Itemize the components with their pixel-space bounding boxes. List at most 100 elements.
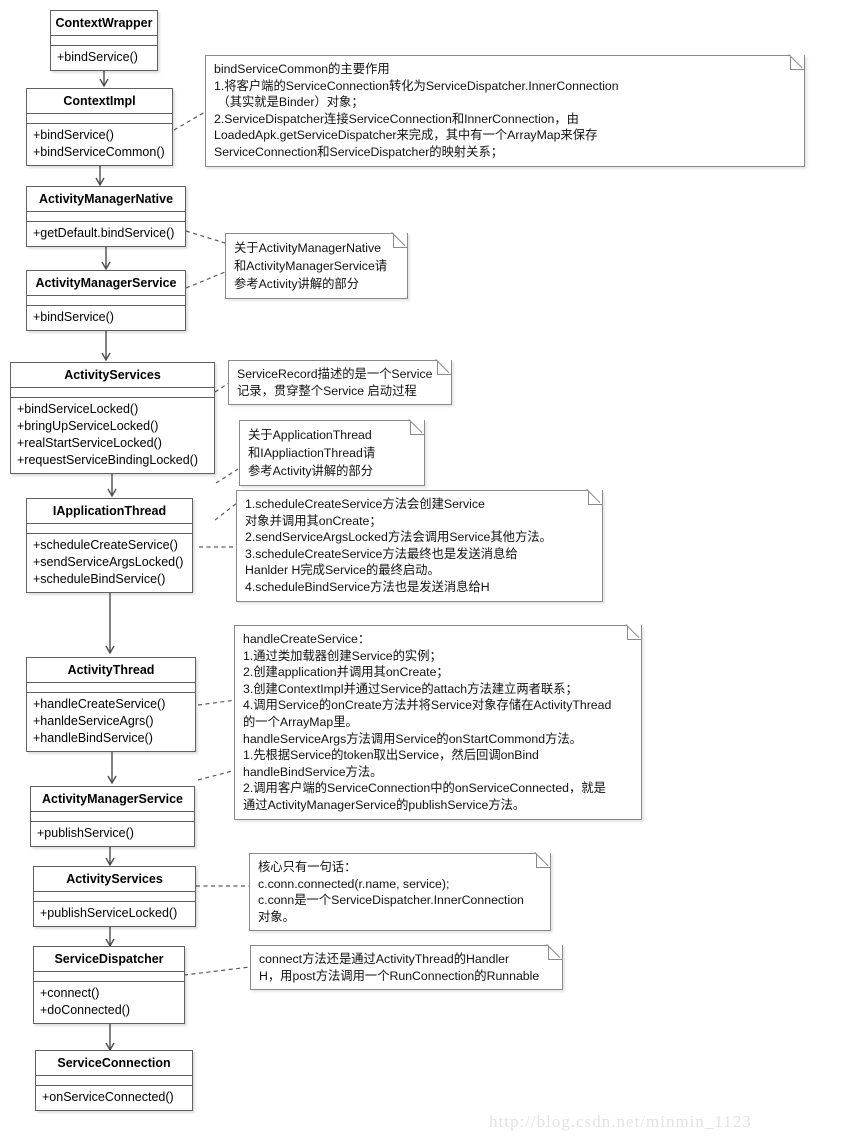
note-core-sentence: 核心只有一句话： c.conn.connected(r.name, servic… [249,853,551,932]
class-operation: +bindServiceLocked() [17,402,139,416]
note-line: c.conn是一个ServiceDispatcher.InnerConnecti… [258,893,524,908]
note-schedule-create-service: 1.scheduleCreateService方法会创建Service 对象并调… [236,490,603,602]
note-line: 3.scheduleCreateService方法最终也是发送消息给 [245,546,518,561]
class-title: ActivityManagerService [27,271,185,296]
note-line: 对象并调用其onCreate； [245,513,382,528]
class-operation: +requestServiceBindingLocked() [17,453,199,467]
class-operation: +publishServiceLocked() [40,906,178,920]
class-box-activity-services-1[interactable]: ActivityServices +bindServiceLocked() +b… [10,362,215,474]
class-operations-compartment: +bindService() [27,306,185,330]
class-operation: +scheduleBindService() [33,572,166,586]
note-line: ServiceRecord描述的是一个Service [237,367,433,381]
note-line: 2.ServiceDispatcher连接ServiceConnection和I… [214,111,579,126]
note-line: 和ActivityManagerService请 [234,259,388,273]
note-line: 2.sendServiceArgsLocked方法会调用Service其他方法。 [245,530,552,545]
class-attributes-compartment [36,1076,192,1086]
class-operations-compartment: +bindServiceLocked() +bringUpServiceLock… [11,398,214,473]
class-attributes-compartment [34,972,184,982]
class-operations-compartment: +getDefault.bindService() [27,222,185,246]
class-title: ContextWrapper [51,11,157,36]
class-attributes-compartment [51,36,157,46]
watermark-url: http://blog.csdn.net/minmin_1123 [489,1112,752,1131]
note-activity-manager: 关于ActivityManagerNative 和ActivityManager… [225,233,408,299]
note-line: 1.先根据Service的token取出Service，然后回调onBind [243,748,539,763]
class-title: ActivityThread [27,658,195,683]
class-attributes-compartment [27,296,185,306]
note-bind-service-common: bindServiceCommon的主要作用 1.将客户端的ServiceCon… [205,55,805,167]
note-line: 关于ApplicationThread [248,428,372,442]
note-connect-method: connect方法还是通过ActivityThread的Handler H，用p… [250,945,563,991]
note-fold-corner-icon [393,233,407,248]
class-title: ServiceConnection [36,1051,192,1076]
class-title: IApplicationThread [27,499,192,524]
class-title: ActivityServices [34,867,195,892]
class-box-activity-thread[interactable]: ActivityThread +handleCreateService() +h… [26,657,196,752]
note-line: 通过ActivityManagerService的publishService方… [243,797,526,812]
note-line: 参考Activity讲解的部分 [248,464,374,478]
class-box-context-impl[interactable]: ContextImpl +bindService() +bindServiceC… [26,88,173,166]
class-operations-compartment: +handleCreateService() +hanldeServiceAgr… [27,693,195,751]
class-attributes-compartment [27,683,195,693]
class-operations-compartment: +connect() +doConnected() [34,982,184,1023]
note-line: 核心只有一句话： [258,860,357,874]
note-line: H，用post方法调用一个RunConnection的Runnable [259,968,540,983]
class-operations-compartment: +publishServiceLocked() [34,902,195,926]
class-operation: +bindService() [57,50,138,64]
note-fold-corner-icon [536,853,550,868]
note-line: （其实就是Binder）对象； [214,95,364,110]
class-box-service-dispatcher[interactable]: ServiceDispatcher +connect() +doConnecte… [33,946,185,1024]
class-attributes-compartment [11,388,214,398]
note-fold-corner-icon [437,360,451,375]
note-fold-corner-icon [627,625,641,640]
note-line: ServiceConnection和ServiceDispatcher的映射关系… [214,144,504,159]
note-application-thread: 关于ApplicationThread 和IAppliactionThread请… [239,420,425,486]
note-line: 和IAppliactionThread请 [248,446,376,460]
class-title: ActivityServices [11,363,214,388]
class-operation: +onServiceConnected() [42,1090,174,1104]
note-line: 的一个ArrayMap里。 [243,714,358,729]
class-operation: +doConnected() [40,1003,130,1017]
class-attributes-compartment [27,212,185,222]
class-operation: +bringUpServiceLocked() [17,419,159,433]
class-operation: +realStartServiceLocked() [17,436,162,450]
note-line: handleCreateService： [243,632,371,646]
note-line: bindServiceCommon的主要作用 [214,62,390,76]
class-operation: +hanldeServiceAgrs() [33,714,154,728]
note-line: 3.创建ContextImpl并通过Service的attach方法建立两者联系… [243,681,578,696]
class-box-service-connection[interactable]: ServiceConnection +onServiceConnected() [35,1050,193,1111]
class-operation: +bindService() [33,310,114,324]
note-line: 1.将客户端的ServiceConnection转化为ServiceDispat… [214,78,619,93]
class-box-activity-manager-native[interactable]: ActivityManagerNative +getDefault.bindSe… [26,186,186,247]
class-title: ContextImpl [27,89,172,114]
class-attributes-compartment [27,524,192,534]
note-line: handleServiceArgs方法调用Service的onStartComm… [243,731,582,746]
note-line: LoadedApk.getServiceDispatcher来完成，其中有一个A… [214,128,598,143]
note-line: 4.调用Service的onCreate方法并将Service对象存储在Acti… [243,698,612,713]
note-line: 2.创建application并调用其onCreate； [243,665,449,680]
class-operations-compartment: +onServiceConnected() [36,1086,192,1110]
class-attributes-compartment [27,114,172,124]
class-operation: +publishService() [37,826,134,840]
class-box-context-wrapper[interactable]: ContextWrapper +bindService() [50,10,158,71]
class-box-activity-manager-service-1[interactable]: ActivityManagerService +bindService() [26,270,186,331]
note-fold-corner-icon [790,55,804,70]
class-operation: +connect() [40,986,100,1000]
note-line: 2.调用客户端的ServiceConnection中的onServiceConn… [243,781,606,796]
class-box-activity-manager-service-2[interactable]: ActivityManagerService +publishService() [30,786,195,847]
note-line: 1.通过类加载器创建Service的实例； [243,648,442,663]
note-line: 记录，贯穿整个Service 启动过程 [237,383,417,398]
class-attributes-compartment [34,892,195,902]
note-line: 对象。 [258,909,295,924]
class-box-activity-services-2[interactable]: ActivityServices +publishServiceLocked() [33,866,196,927]
note-line: c.conn.connected(r.name, service); [258,876,450,891]
note-fold-corner-icon [588,490,602,505]
class-operations-compartment: +bindService() +bindServiceCommon() [27,124,172,165]
note-handle-create-service: handleCreateService： 1.通过类加载器创建Service的实… [234,625,642,820]
class-operations-compartment: +bindService() [51,46,157,70]
class-operation: +bindServiceCommon() [33,145,165,159]
note-line: handleBindService方法。 [243,764,383,779]
class-box-iapplication-thread[interactable]: IApplicationThread +scheduleCreateServic… [26,498,193,593]
class-operation: +getDefault.bindService() [33,226,175,240]
note-fold-corner-icon [548,945,562,960]
